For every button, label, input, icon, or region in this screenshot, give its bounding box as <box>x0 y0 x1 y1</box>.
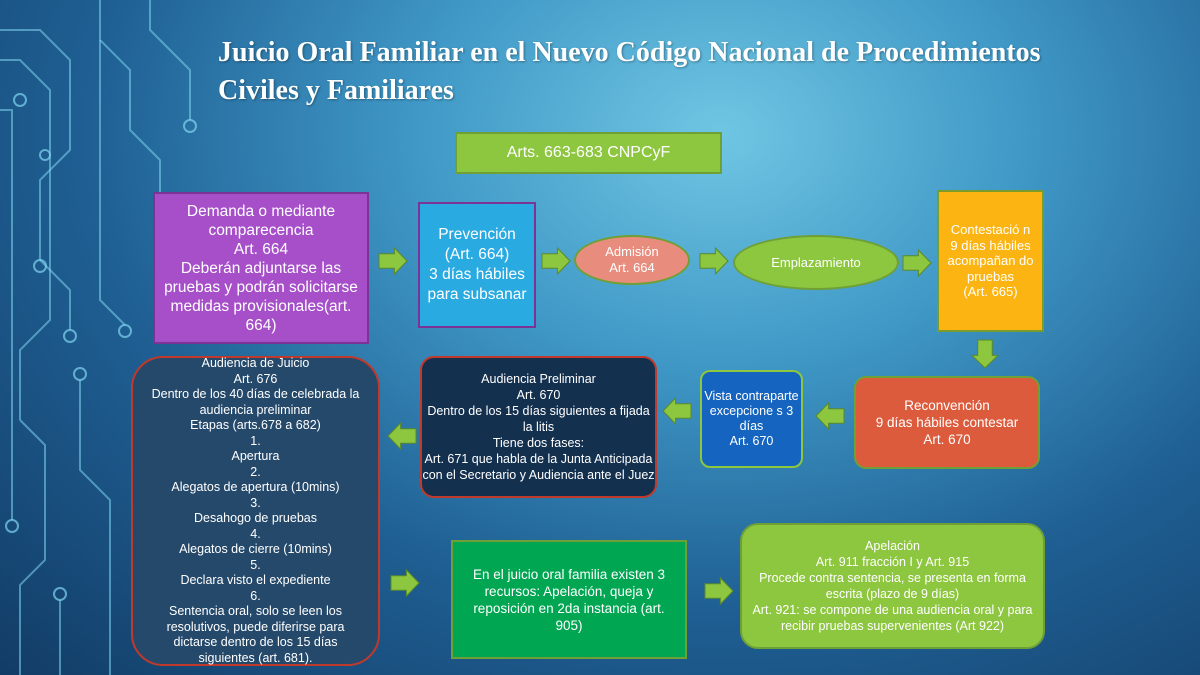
preliminar-line: Audiencia Preliminar <box>481 372 596 386</box>
step-number: 4. <box>250 526 261 541</box>
preliminar-line: Art. 670 <box>516 388 561 402</box>
contestacion-line: (Art. 665) <box>963 284 1018 300</box>
juicio-steps-list: 1. Apertura 2. Alegatos de apertura (10m… <box>145 434 366 667</box>
preliminar-line: Dentro de los 15 días siguientes a fijad… <box>427 404 650 434</box>
step-number: 2. <box>250 464 261 479</box>
reference-box: Arts. 663-683 CNPCyF <box>455 132 722 174</box>
slide-title: Juicio Oral Familiar en el Nuevo Código … <box>218 37 1041 106</box>
reconvencion-box: Reconvención 9 días hábiles contestar Ar… <box>854 376 1040 469</box>
step-text: Alegatos de cierre (10mins) <box>179 542 332 556</box>
recursos-line: En el juicio oral familia existen 3 recu… <box>472 566 666 633</box>
audiencia-juicio-box: Audiencia de Juicio Art. 676 Dentro de l… <box>131 356 380 666</box>
step-number: 1. <box>250 433 261 448</box>
prevencion-line: Prevención <box>438 226 516 243</box>
contestacion-line: 9 días hábiles acompañan do pruebas <box>947 237 1034 284</box>
juicio-line: Etapas (arts.678 a 682) <box>190 418 321 432</box>
admision-line: Art. 664 <box>609 260 655 275</box>
apelacion-line: Art. 911 fracción I y Art. 915 <box>815 555 970 569</box>
demanda-box: Demanda o mediante comparecencia Art. 66… <box>153 192 369 344</box>
recursos-box: En el juicio oral familia existen 3 recu… <box>451 540 687 659</box>
preliminar-line: Tiene dos fases: <box>492 436 585 450</box>
step-text: Alegatos de apertura (10mins) <box>171 480 340 494</box>
audiencia-preliminar-box: Audiencia Preliminar Art. 670 Dentro de … <box>420 356 657 498</box>
prevencion-line: (Art. 664) <box>444 246 510 263</box>
preliminar-line: Art. 671 que habla de la Junta Anticipad… <box>422 452 655 482</box>
reconvencion-line: Art. 670 <box>923 432 971 447</box>
step-number: 6. <box>250 588 261 603</box>
juicio-step: 5. Declara visto el expediente <box>145 558 366 589</box>
vista-line: Art. 670 <box>729 434 774 448</box>
juicio-step: 1. Apertura <box>145 434 366 465</box>
step-text: Desahogo de pruebas <box>193 511 317 525</box>
vista-line: Vista contraparte excepcione s 3 días <box>704 389 799 433</box>
admision-line: Admisión <box>605 244 659 259</box>
demanda-line: Deberán adjuntarse las pruebas y podrán … <box>164 259 358 334</box>
emplazamiento-ellipse: Emplazamiento <box>733 235 899 290</box>
step-number: 5. <box>250 557 261 572</box>
reference-text: Arts. 663-683 CNPCyF <box>506 144 671 161</box>
apelacion-line: Art. 921: se compone de una audiencia or… <box>752 603 1033 633</box>
apelacion-box: Apelación Art. 911 fracción I y Art. 915… <box>740 523 1045 649</box>
contestacion-line: Contestació n <box>950 222 1031 238</box>
juicio-line: Art. 676 <box>233 371 278 386</box>
juicio-line: Audiencia de Juicio <box>201 356 310 370</box>
reconvencion-line: 9 días hábiles contestar <box>875 415 1019 430</box>
prevencion-line: 3 días hábiles para subsanar <box>427 266 527 303</box>
juicio-line: Dentro de los 40 días de celebrada la au… <box>151 387 360 417</box>
step-number: 3. <box>250 495 261 510</box>
apelacion-line: Procede contra sentencia, se presenta en… <box>759 571 1026 601</box>
apelacion-line: Apelación <box>865 539 920 553</box>
step-text: Sentencia oral, solo se leen los resolut… <box>166 604 345 665</box>
juicio-step: 4. Alegatos de cierre (10mins) <box>145 527 366 558</box>
vista-box: Vista contraparte excepcione s 3 días Ar… <box>700 370 803 468</box>
contestacion-box: Contestació n 9 días hábiles acompañan d… <box>937 190 1044 332</box>
juicio-step: 2. Alegatos de apertura (10mins) <box>145 465 366 496</box>
emplazamiento-line: Emplazamiento <box>771 255 861 270</box>
prevencion-box: Prevención (Art. 664) 3 días hábiles par… <box>418 202 536 328</box>
admision-ellipse: Admisión Art. 664 <box>574 235 690 285</box>
demanda-line: Art. 664 <box>233 240 289 258</box>
demanda-line: Demanda o mediante comparecencia <box>186 202 336 239</box>
juicio-step: 3. Desahogo de pruebas <box>145 496 366 527</box>
step-text: Apertura <box>231 449 280 463</box>
juicio-step: 6. Sentencia oral, solo se leen los reso… <box>145 589 366 667</box>
step-text: Declara visto el expediente <box>180 573 331 587</box>
reconvencion-line: Reconvención <box>904 398 990 413</box>
